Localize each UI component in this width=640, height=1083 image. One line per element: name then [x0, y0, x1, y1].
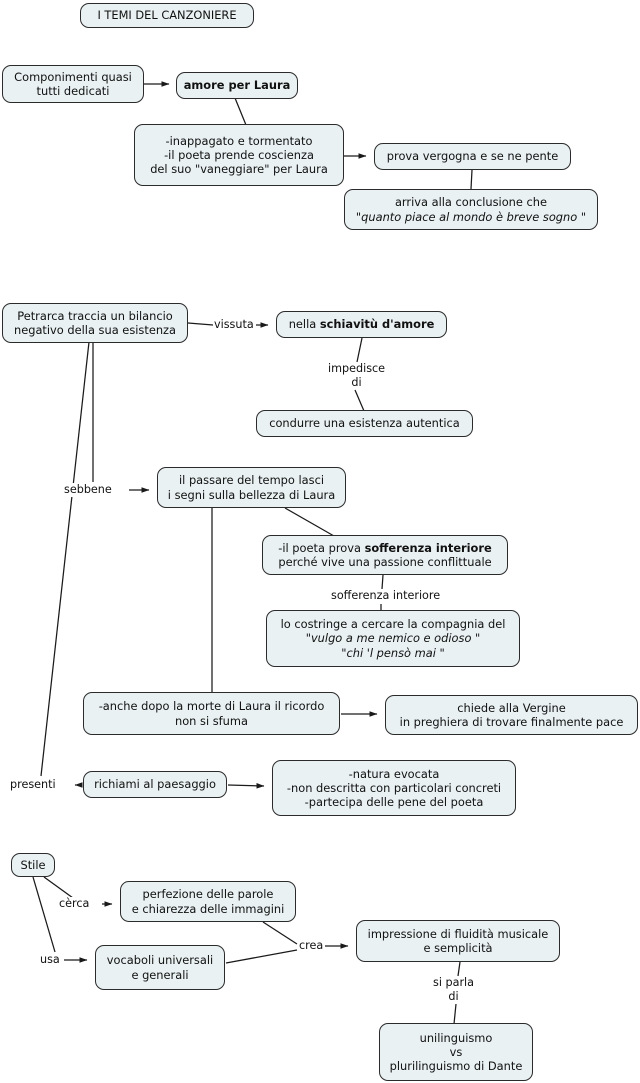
schiavitu-bold: schiavitù d'amore [319, 317, 435, 332]
edge-label-si-parla-di: si parla di [432, 976, 476, 1003]
edge-impressione-siparla [457, 961, 461, 977]
edge-label-sofferenza-interiore: sofferenza interiore [330, 589, 442, 603]
edge-vocaboli-crea [225, 949, 298, 964]
node-schiavitu-amore[interactable]: nella schiavitù d'amore [276, 311, 447, 338]
edge-schiavitu-impedisce [356, 337, 363, 363]
edge-label-cerca: cèrca [58, 897, 91, 911]
edge-sofferenza-label [381, 574, 384, 590]
edge-vergogna-conclusione [470, 169, 473, 190]
node-passare-tempo[interactable]: il passare del tempo lasci i segni sulla… [157, 467, 346, 508]
edge-stile-cerca [43, 876, 74, 899]
edge-label-vissuta: vissuta [213, 318, 255, 332]
node-lo-costringe[interactable]: lo costringe a cercare la compagnia del"… [266, 610, 520, 667]
edge-label-crea: crea [298, 939, 325, 953]
edge-label-sebbene: sebbene [63, 483, 113, 497]
edge-stile-usa [32, 876, 56, 953]
conclusione-line1: arriva alla conclusione che [394, 195, 548, 210]
node-title[interactable]: I TEMI DEL CANZONIERE [80, 3, 254, 28]
edge-label-usa: usa [39, 953, 61, 967]
edge-siparla-unilinguismo [453, 1003, 457, 1025]
node-perfezione-parole[interactable]: perfezione delle parole e chiarezza dell… [120, 881, 296, 922]
schiavitu-prefix: nella [288, 317, 320, 332]
edge-label-presenti: presenti [9, 778, 57, 792]
node-unilinguismo-vs-plurilinguismo[interactable]: unilinguismo vs plurilinguismo di Dante [379, 1023, 533, 1081]
node-amore-per-laura[interactable]: amore per Laura [176, 72, 298, 99]
node-prova-vergogna[interactable]: prova vergogna e se ne pente [374, 143, 571, 170]
edge-petrarca-vissuta [187, 322, 214, 326]
edge-petrarca-presenti [40, 341, 90, 777]
node-stile[interactable]: Stile [11, 853, 55, 877]
costringe-line2: "vulgo a me nemico e odioso " [305, 631, 481, 646]
conclusione-line2: "quanto piace al mondo è breve sogno " [355, 209, 587, 224]
sofferenza-bold: sofferenza interiore [364, 540, 492, 555]
node-impressione-fluidita[interactable]: impressione di fluidità musicale e sempl… [356, 920, 560, 962]
node-petrarca-bilancio[interactable]: Petrarca traccia un bilancio negativo de… [2, 303, 188, 343]
node-richiami-paesaggio[interactable]: richiami al paesaggio [83, 771, 227, 798]
node-arriva-conclusione[interactable]: arriva alla conclusione che"quanto piace… [344, 189, 598, 230]
node-morte-laura[interactable]: -anche dopo la morte di Laura il ricordo… [83, 692, 340, 735]
edge-label-impedisce-di: impedisce di [327, 362, 387, 389]
edge-passare-sofferenza [284, 507, 335, 537]
edge-impedisce-condurre [354, 389, 365, 412]
costringe-line1: lo costringe a cercare la compagnia del [280, 617, 506, 632]
costringe-text: lo costringe a cercare la compagnia del"… [281, 617, 506, 660]
node-condurre-esistenza[interactable]: condurre una esistenza autentica [256, 410, 473, 437]
sofferenza-prefix: -il poeta prova [278, 540, 365, 555]
costringe-line3: "chi 'l pensò mai " [341, 645, 445, 660]
node-inappagato[interactable]: -inappagato e tormentato -il poeta prend… [134, 124, 344, 186]
edge-amore-inappagato [234, 97, 247, 126]
schiavitu-text: nella schiavitù d'amore [289, 317, 435, 331]
node-natura-evocata[interactable]: -natura evocata -non descritta con parti… [272, 760, 516, 816]
sofferenza-line2: perché vive una passione conflittuale [278, 555, 492, 569]
edge-richiami-natura [227, 782, 265, 789]
node-chiede-vergine[interactable]: chiede alla Vergine in preghiera di trov… [385, 695, 638, 735]
conclusione-text: arriva alla conclusione che"quanto piace… [356, 195, 586, 223]
node-vocaboli-universali[interactable]: vocaboli universali e generali [95, 945, 225, 990]
node-componimenti[interactable]: Componimenti quasi tutti dedicati [2, 65, 144, 103]
edge-perfezione-crea [262, 921, 298, 945]
